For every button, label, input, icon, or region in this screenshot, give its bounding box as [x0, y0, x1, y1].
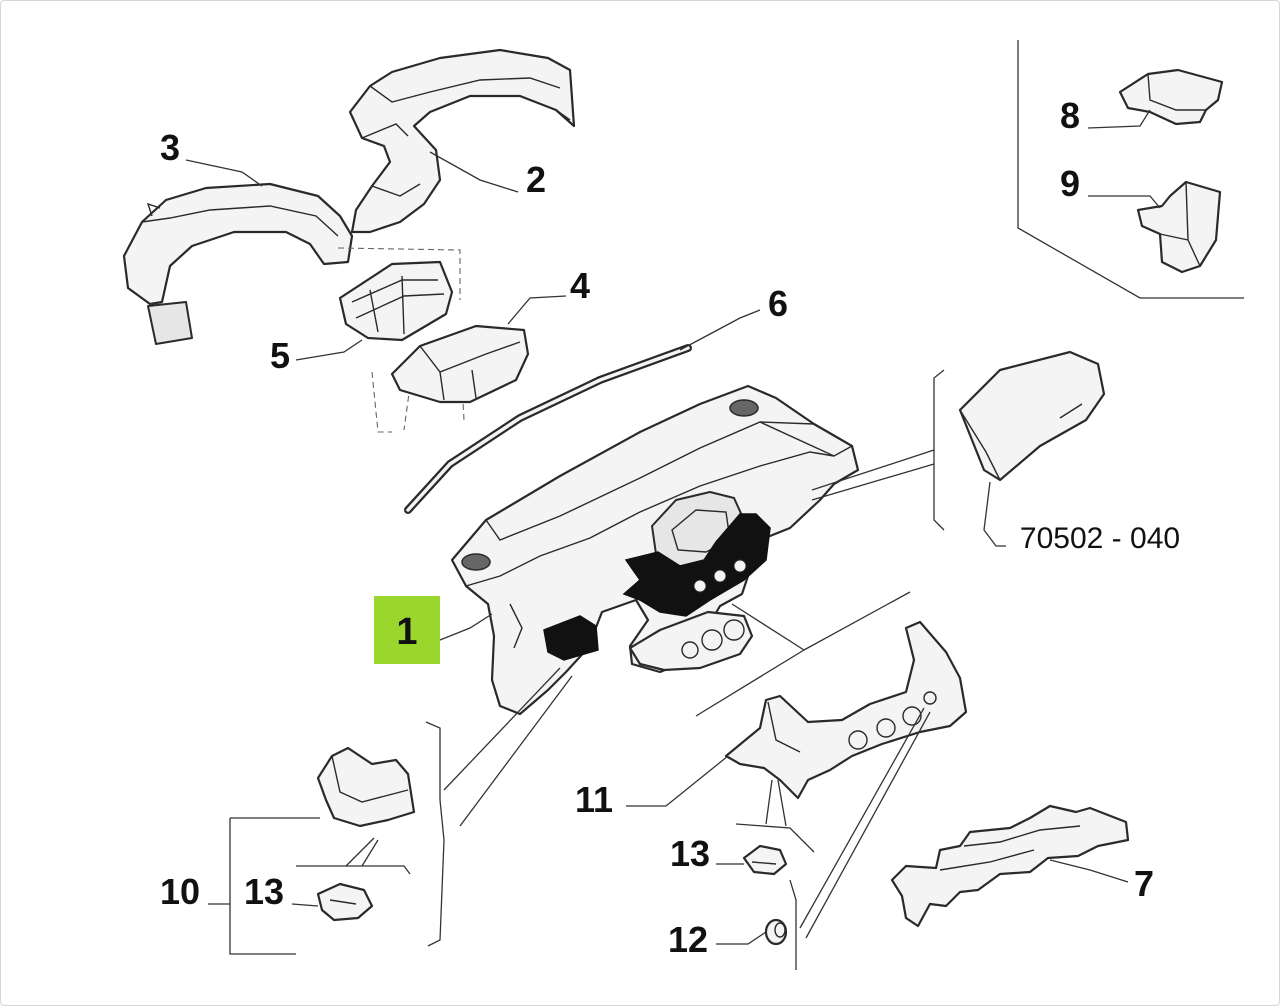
part-4-vent-housing	[390, 324, 530, 404]
callout-7: 7	[1134, 863, 1154, 904]
leader-glovebox	[811, 449, 935, 491]
leader-1	[439, 613, 493, 641]
leader-5	[295, 339, 363, 361]
leader-9	[1088, 195, 1161, 209]
leader-8	[1087, 109, 1151, 129]
part-3-left-air-duct	[122, 182, 354, 345]
guide-line	[731, 603, 805, 651]
guide-line	[765, 779, 773, 825]
part-9-bracket	[1136, 180, 1222, 274]
assembly-guide	[337, 247, 461, 300]
leader-4	[507, 295, 567, 325]
bracket-line	[296, 865, 411, 875]
glove-box-lid	[958, 350, 1106, 482]
leader-glovebox	[811, 463, 935, 501]
leader-70502	[983, 481, 1006, 547]
guide-line	[459, 675, 573, 827]
guide-line	[695, 649, 805, 717]
part-8-clip	[1118, 68, 1224, 126]
part-1-dashboard	[450, 384, 860, 716]
callout-8: 8	[1060, 95, 1080, 136]
assembly-guide	[461, 383, 465, 421]
guide-line	[799, 707, 925, 929]
guide-line	[803, 591, 911, 651]
guide-line	[777, 779, 787, 827]
guide-line	[345, 837, 375, 867]
callout-4: 4	[570, 265, 590, 306]
leader-7	[1049, 859, 1129, 883]
guide-line	[805, 711, 931, 939]
bracket-line	[789, 879, 797, 970]
callout-6: 6	[768, 283, 788, 324]
bracket-line	[735, 823, 815, 853]
leader-6	[679, 309, 761, 351]
inset-frame-line	[1017, 40, 1244, 299]
assembly-guide	[371, 371, 392, 433]
callout-9: 9	[1060, 163, 1080, 204]
part-10-side-cover	[316, 746, 416, 828]
leader-2	[429, 151, 519, 193]
part-7-mounting-plate	[890, 804, 1130, 928]
callout-11: 11	[575, 779, 613, 820]
callout-13-right: 13	[670, 833, 710, 874]
callout-1-highlight	[374, 596, 440, 664]
bracket-line	[425, 721, 445, 947]
part-12-plug	[764, 918, 788, 946]
guide-line	[443, 667, 561, 791]
leader-13-left	[291, 903, 319, 907]
leader-12	[716, 931, 767, 945]
part-13-clip-right	[742, 844, 788, 876]
reference-code: 70502 - 040	[1020, 522, 1180, 555]
part-11-lower-trim	[724, 620, 968, 800]
callout-12: 12	[668, 919, 708, 960]
callout-10: 10	[160, 871, 200, 912]
callout-5: 5	[270, 335, 290, 376]
leader-11	[626, 755, 729, 807]
callout-3: 3	[160, 127, 180, 168]
guide-line	[361, 839, 379, 867]
leader-3	[185, 159, 263, 187]
assembly-guide	[403, 385, 411, 431]
callout-13-left: 13	[244, 871, 284, 912]
bracket-line	[229, 818, 296, 955]
callout-1: 1	[396, 611, 417, 653]
part-13-clip-left	[316, 882, 374, 922]
callout-2: 2	[526, 159, 546, 200]
part-6-seal-strip	[404, 344, 692, 514]
part-2-right-air-duct	[348, 48, 576, 234]
bracket-line	[933, 369, 945, 531]
part-5-center-vent	[338, 260, 454, 342]
